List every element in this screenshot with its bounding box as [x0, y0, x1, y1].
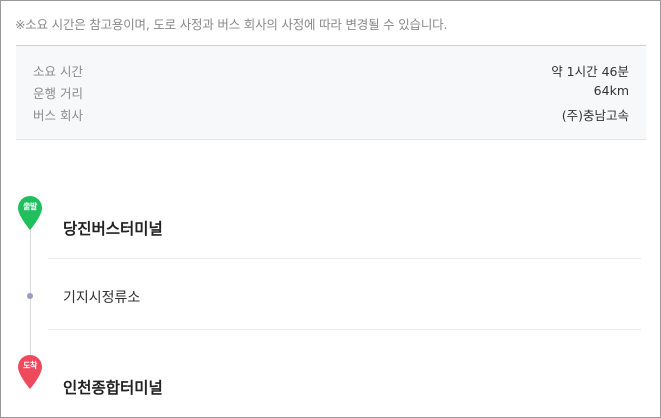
info-value: 약 1시간 46분 — [551, 64, 629, 79]
divider — [48, 329, 641, 330]
origin-badge: 출발 — [23, 202, 37, 211]
info-row-company: 버스 회사 (주)충남고속 — [33, 105, 629, 125]
info-value: 64km — [593, 83, 629, 98]
stop-dot-icon — [27, 293, 33, 299]
destination-badge: 도착 — [23, 361, 37, 370]
info-label: 운행 거리 — [33, 86, 83, 101]
info-row-distance: 운행 거리 64km — [33, 83, 629, 103]
origin-pin-icon: 출발 — [17, 195, 43, 231]
divider — [48, 258, 641, 259]
info-label: 소요 시간 — [33, 64, 83, 79]
trip-info-box: 소요 시간 약 1시간 46분 운행 거리 64km 버스 회사 (주)충남고속 — [16, 45, 646, 140]
info-value: (주)충남고속 — [561, 108, 629, 123]
info-label: 버스 회사 — [33, 108, 83, 123]
origin-terminal-name: 당진버스터미널 — [63, 220, 163, 238]
intermediate-stop-name: 기지시정류소 — [63, 290, 141, 306]
info-row-duration: 소요 시간 약 1시간 46분 — [33, 61, 629, 81]
notice-text: ※소요 시간은 참고용이며, 도로 사정과 버스 회사의 사정에 따라 변경될 … — [15, 17, 448, 32]
destination-pin-icon: 도착 — [17, 354, 43, 390]
route-timeline: 출발 당진버스터미널 기지시정류소 도착 인천종합터미널 — [1, 191, 660, 417]
destination-terminal-name: 인천종합터미널 — [63, 379, 163, 397]
